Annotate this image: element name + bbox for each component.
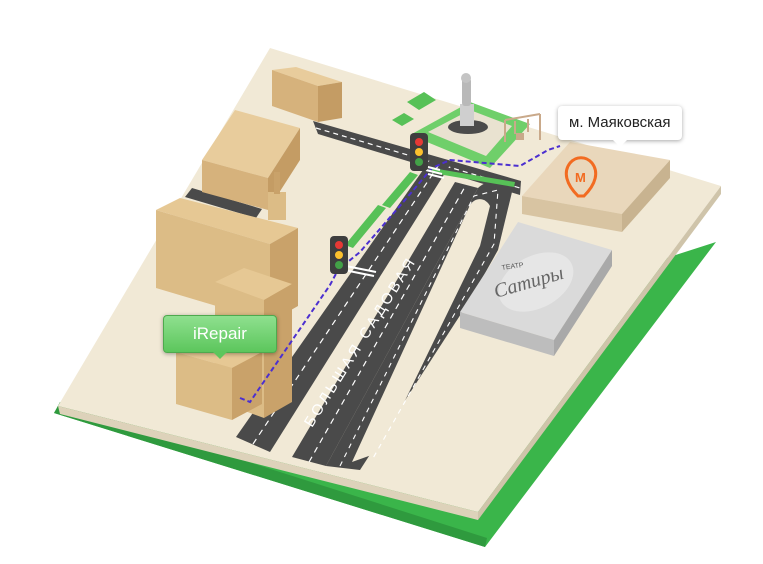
- building-top-left-roof: [272, 67, 342, 86]
- monument-statue: [462, 78, 471, 106]
- theater-front: [460, 312, 554, 356]
- building-irepair-side: [232, 352, 262, 420]
- building-left-block-roof: [202, 110, 300, 178]
- metro-callout[interactable]: м. Маяковская: [558, 106, 682, 147]
- building-left-block-front: [202, 160, 268, 210]
- building-wing-roof: [215, 268, 292, 300]
- theater-small-label: ТЕАТР: [501, 262, 524, 272]
- monument-base: [448, 120, 488, 134]
- road-avenue-right-marking: [308, 184, 467, 463]
- green-patch-2: [392, 113, 414, 126]
- building-metro-side: [622, 160, 670, 232]
- metro-callout-label: м. Маяковская: [569, 114, 671, 131]
- building-top-left-front: [272, 70, 318, 122]
- theater-side: [554, 250, 612, 356]
- building-tower-roof: [156, 198, 298, 244]
- building-spire-base: [268, 192, 286, 220]
- building-top-left-side: [318, 82, 342, 122]
- traffic-light-top: [410, 133, 428, 171]
- playground: [504, 113, 541, 142]
- green-patch: [407, 92, 436, 110]
- green-strip-1: [345, 205, 386, 248]
- walking-route: [239, 145, 561, 404]
- road-upper-left: [185, 188, 262, 218]
- irepair-callout-label: iRepair: [193, 324, 247, 343]
- irepair-callout[interactable]: iRepair: [163, 315, 277, 359]
- monument-pedestal: [460, 104, 474, 126]
- building-irepair-front: [176, 352, 232, 420]
- theater-dome: [498, 252, 574, 312]
- building-metro-front: [522, 196, 622, 232]
- road-avenue-right: [292, 182, 478, 466]
- road-loop-marking: [339, 189, 499, 467]
- ground-plate-side-right: [478, 186, 721, 520]
- road-loop-inner: [352, 199, 490, 462]
- building-spire: [274, 172, 280, 194]
- monument-head: [461, 73, 471, 83]
- green-strip-3: [432, 168, 515, 187]
- traffic-light-middle: [330, 236, 348, 274]
- green-strip-2: [382, 172, 418, 208]
- metro-m-icon[interactable]: M: [564, 156, 598, 198]
- ground-plate-side: [58, 406, 478, 520]
- metro-letter: M: [575, 170, 586, 185]
